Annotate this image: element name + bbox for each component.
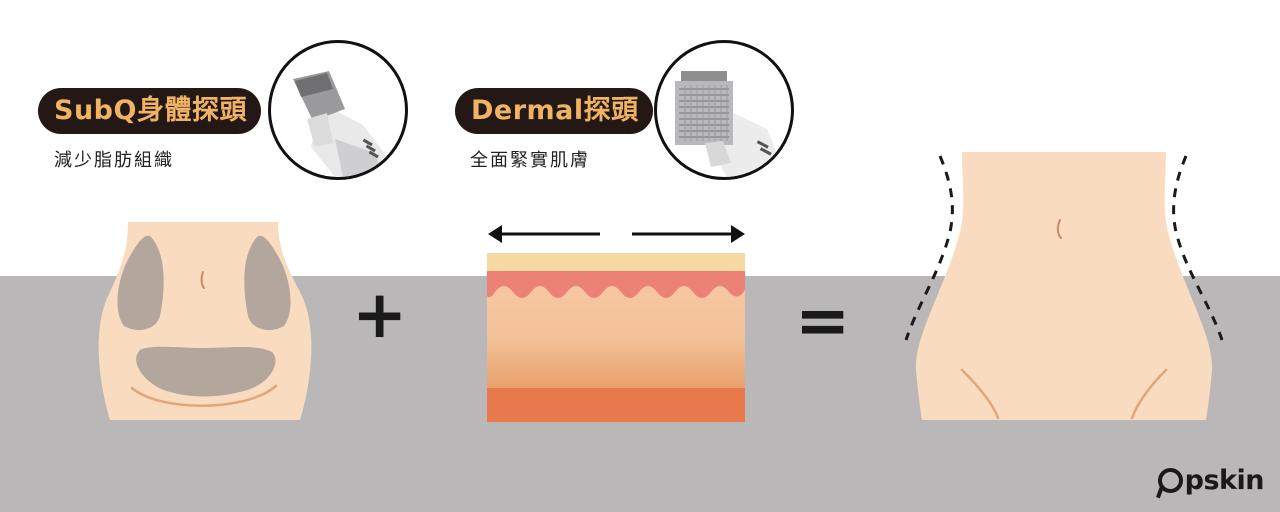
skin-wavy-layer <box>487 271 745 298</box>
brand-text: pskin <box>1184 465 1265 496</box>
dermal-probe-caption: 全面緊實肌膚 <box>470 150 590 171</box>
dermal-probe-neck <box>705 141 731 167</box>
equals-sign: = <box>795 282 851 359</box>
torso-with-fat <box>98 222 312 420</box>
hip-crease-right <box>1130 368 1168 420</box>
subq-probe-icon <box>293 71 395 177</box>
dermal-probe-label: Dermal探頭 <box>455 88 653 134</box>
contour-dashed-left <box>904 155 954 341</box>
belly-fold-line <box>130 384 278 407</box>
subq-probe-head-face <box>295 73 333 97</box>
fat-deposit-belly <box>136 346 276 397</box>
dermal-probe-badge <box>654 40 794 180</box>
plus-sign: + <box>352 276 408 353</box>
subq-probe-caption: 減少脂肪組織 <box>54 150 174 171</box>
dermal-probe-icon <box>675 71 787 177</box>
torso-after-body <box>915 152 1213 420</box>
dermal-probe-grid-v <box>684 85 728 141</box>
dermal-probe-grid <box>679 88 729 138</box>
stretch-arrows <box>488 225 745 243</box>
skin-layer-epidermis <box>487 253 745 273</box>
subq-probe-vent-2 <box>365 144 376 153</box>
arrow-right-head <box>731 225 745 243</box>
subq-probe-vent-3 <box>368 150 379 159</box>
skin-layer-subcutis <box>487 388 745 422</box>
subq-probe-neck <box>307 113 333 147</box>
navel-before <box>200 271 205 289</box>
contour-dashed-right <box>1172 155 1224 341</box>
hip-crease-left <box>960 368 1000 420</box>
dermal-probe-tips <box>681 71 727 83</box>
brand-logo: pskin <box>1157 465 1265 496</box>
navel-after <box>1056 219 1062 239</box>
subq-probe-handle-shade <box>335 139 383 177</box>
subq-probe-badge <box>268 40 408 180</box>
skin-cross-section <box>487 253 745 422</box>
fat-deposit-right <box>244 235 291 331</box>
subq-probe-label: SubQ身體探頭 <box>38 88 261 134</box>
dermal-probe-vent-2 <box>759 147 772 156</box>
brand-o-icon <box>1157 468 1183 493</box>
fat-deposit-left <box>117 235 164 331</box>
subq-probe-vent-1 <box>362 138 373 147</box>
dermal-probe-vent-1 <box>756 140 769 149</box>
arrow-left-head <box>488 225 502 243</box>
torso-slim <box>904 152 1224 420</box>
